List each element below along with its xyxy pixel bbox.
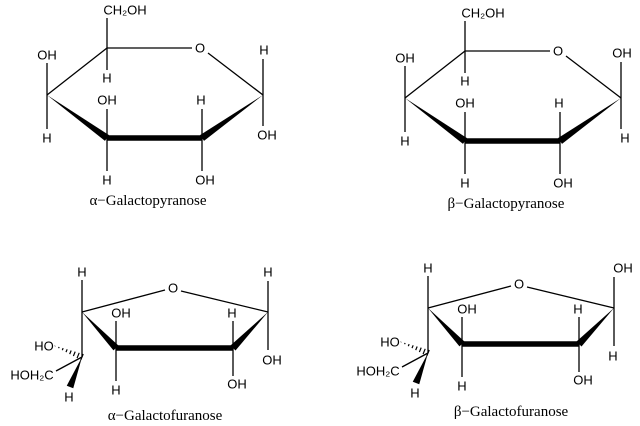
atom-label-c4-up: OH bbox=[37, 48, 57, 63]
atom-label-c2-down: OH bbox=[553, 176, 573, 191]
bond bbox=[565, 55, 622, 99]
wedge-bond bbox=[412, 353, 428, 385]
atom-label-c5-up: CH₂OH bbox=[461, 6, 504, 21]
atom-label-c5-up: CH₂OH bbox=[103, 3, 146, 18]
atom-label-c4-up: OH bbox=[395, 51, 415, 66]
atom-label-c4-up: H bbox=[423, 261, 432, 276]
atom-label-c3-up: OH bbox=[455, 96, 475, 111]
wedge-bond bbox=[428, 308, 465, 347]
atom-label-c5-wedge: H bbox=[64, 390, 73, 405]
bond bbox=[46, 47, 108, 96]
bond bbox=[81, 289, 166, 313]
atom-label-c2-up: H bbox=[554, 96, 563, 111]
wedge-bond bbox=[47, 95, 110, 141]
atom-label-c2-up: H bbox=[196, 93, 205, 108]
molecule-name: β−Galactopyranose bbox=[448, 196, 565, 212]
atom-label-c3-up: OH bbox=[97, 93, 117, 108]
atom-label-c3-up: OH bbox=[457, 302, 477, 317]
atom-label-c2-down: OH bbox=[573, 373, 593, 388]
wedge-bond bbox=[82, 312, 119, 351]
wedge-bond bbox=[66, 357, 82, 389]
wedge-bond bbox=[405, 98, 468, 144]
atom-label-c4-down: H bbox=[42, 131, 51, 146]
atom-label-c1-down: H bbox=[620, 131, 629, 146]
atom-label-c2-up: H bbox=[227, 306, 236, 321]
atom-label-c1-up: OH bbox=[612, 46, 632, 61]
bond bbox=[427, 285, 512, 309]
atom-label-c5-side: HOH₂C bbox=[10, 368, 53, 383]
atom-label-c5-hash: HO bbox=[380, 335, 400, 350]
atom-label-c2-up: H bbox=[573, 302, 582, 317]
molecule-name: β−Galactofuranose bbox=[454, 404, 569, 420]
atom-label-c2-down: OH bbox=[227, 377, 247, 392]
atom-label-c3-down: H bbox=[111, 383, 120, 398]
atom-label-c1-down: H bbox=[608, 349, 617, 364]
bond bbox=[401, 352, 429, 368]
atom-label-c5-down: H bbox=[460, 74, 469, 89]
atom-label-ring-o: O bbox=[168, 281, 178, 296]
atom-label-ring-o: O bbox=[514, 277, 524, 292]
bond bbox=[180, 290, 269, 313]
atom-label-c3-down: H bbox=[102, 173, 111, 188]
wedge-bond bbox=[576, 308, 614, 347]
molecule-galactopyranose: O CH₂OH H OH H OH H H OH H OH α−Galactopyranose bbox=[37, 3, 277, 210]
atom-label-c1-down: OH bbox=[257, 128, 277, 143]
atom-label-c5-down: H bbox=[102, 71, 111, 86]
atom-label-c2-down: OH bbox=[195, 173, 215, 188]
atom-label-ring-o: O bbox=[195, 41, 205, 56]
molecule-name: α−Galactopyranose bbox=[89, 193, 206, 209]
molecule-name: α−Galactofuranose bbox=[108, 408, 223, 424]
molecule-galactopyranose: O CH₂OH H OH H OH H H OH OH Hβ−Galactopyranose bbox=[395, 6, 632, 213]
bond bbox=[404, 50, 466, 99]
bond bbox=[55, 356, 83, 372]
atom-label-c4-up: H bbox=[77, 265, 86, 280]
bond bbox=[207, 52, 264, 96]
hashed-wedge-bond bbox=[400, 341, 430, 357]
atom-label-c3-up: OH bbox=[111, 306, 131, 321]
atom-label-c1-up: H bbox=[263, 265, 272, 280]
atom-label-c3-down: H bbox=[460, 176, 469, 191]
atom-label-c1-up: OH bbox=[613, 261, 633, 276]
bond bbox=[526, 286, 615, 309]
atom-label-c1-down: OH bbox=[262, 353, 282, 368]
atom-label-c5-hash: HO bbox=[34, 339, 54, 354]
atom-label-c1-up: H bbox=[259, 43, 268, 58]
wedge-bond bbox=[230, 312, 268, 351]
wedge-bond bbox=[557, 98, 621, 144]
atom-label-c5-side: HOH₂C bbox=[356, 364, 399, 379]
wedge-bond bbox=[199, 95, 263, 141]
atom-label-c5-wedge: H bbox=[410, 386, 419, 401]
atom-label-ring-o: O bbox=[553, 44, 563, 59]
atom-label-c4-down: H bbox=[400, 134, 409, 149]
hashed-wedge-bond bbox=[54, 345, 84, 361]
atom-label-c3-down: H bbox=[457, 379, 466, 394]
